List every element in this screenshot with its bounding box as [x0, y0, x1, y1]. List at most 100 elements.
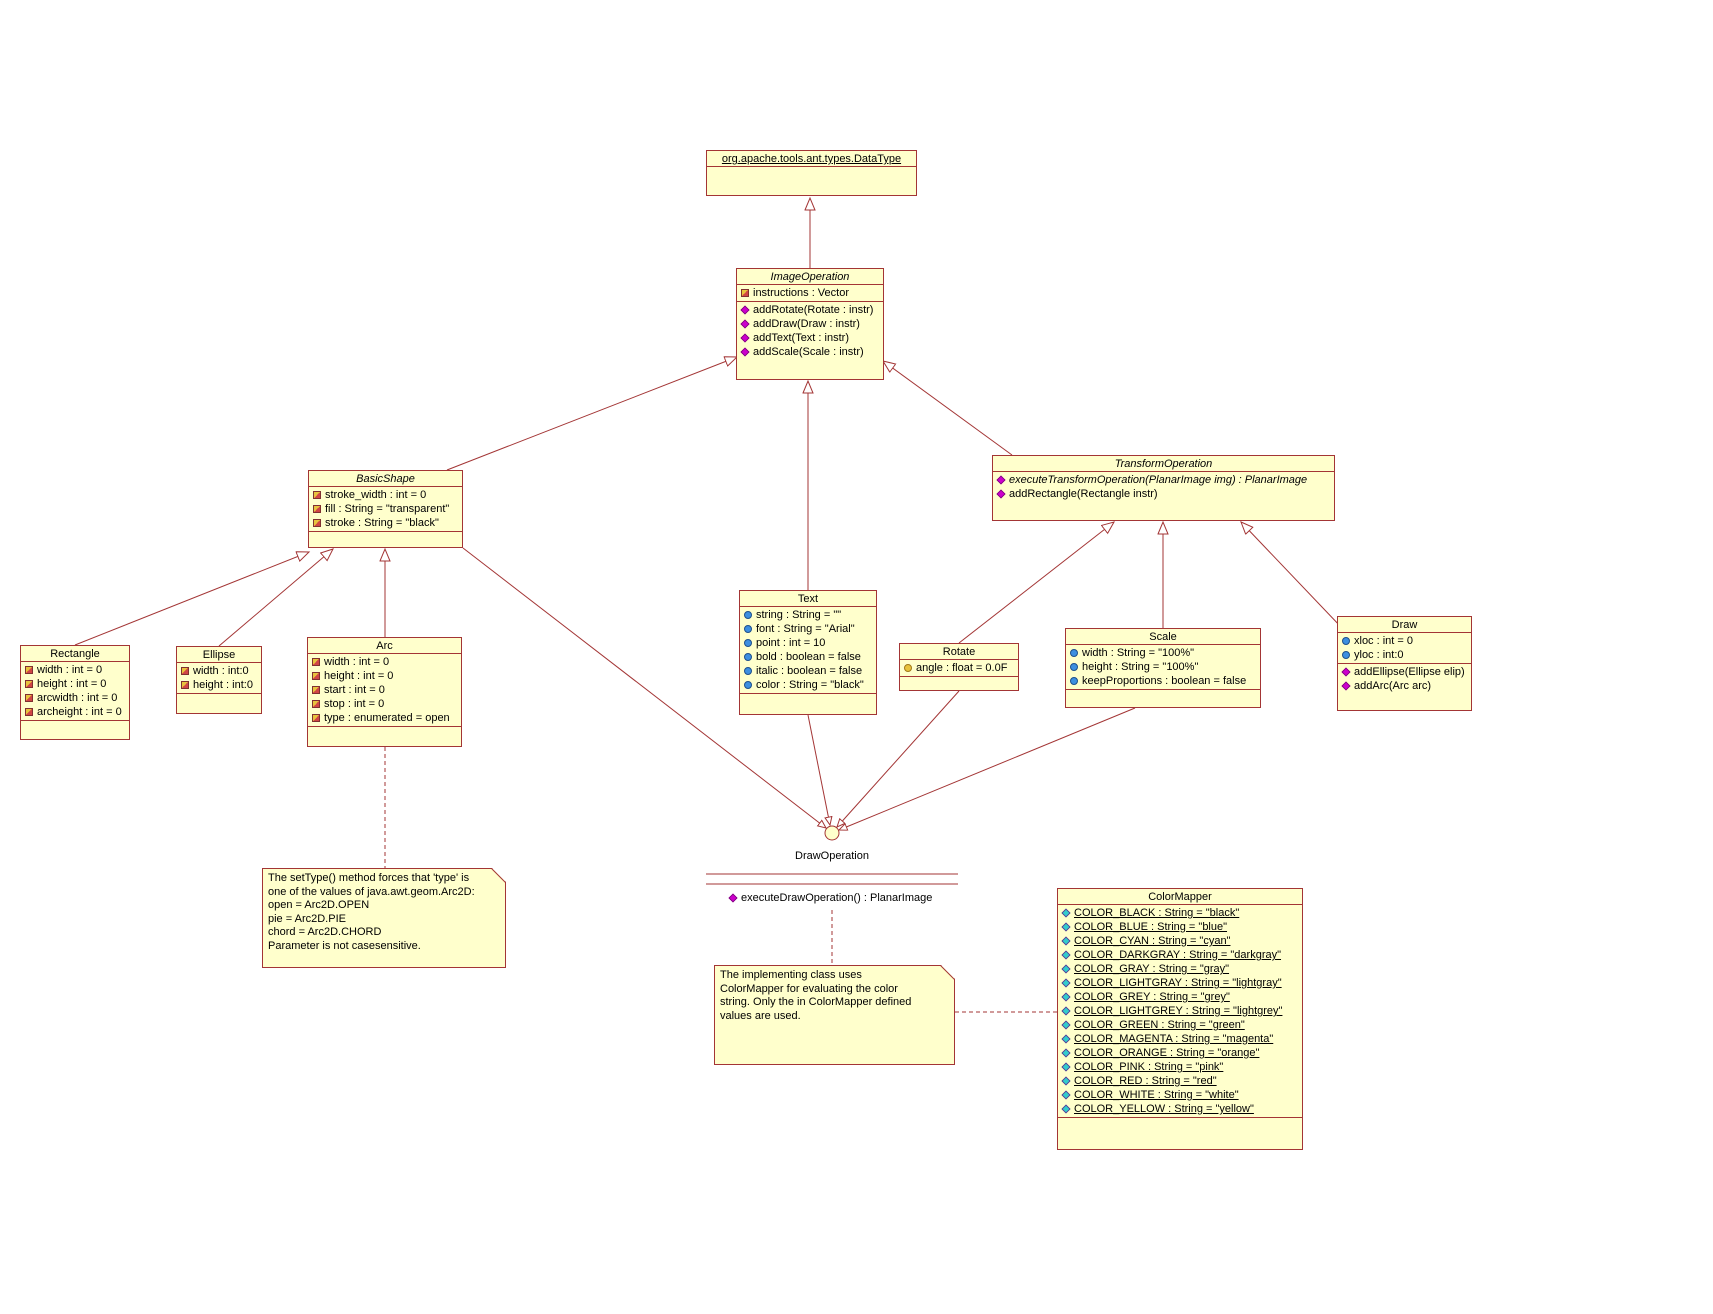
class-title: Draw [1391, 619, 1418, 631]
member-text: COLOR_LIGHTGREY : String = "lightgrey" [1074, 1005, 1283, 1017]
class-scale[interactable]: Scale width : String = "100%"height : St… [1065, 628, 1261, 708]
member-text: COLOR_ORANGE : String = "orange" [1074, 1047, 1260, 1059]
interface-name: DrawOperation [795, 850, 869, 862]
member-text: width : int:0 [193, 665, 249, 677]
attribute: COLOR_CYAN : String = "cyan" [1059, 934, 1301, 948]
attributes-compartment: width : int = 0 height : int = 0 start : i… [308, 653, 461, 726]
class-title: ColorMapper [1148, 891, 1212, 903]
member-text: stroke : String = "black" [325, 517, 439, 529]
attribute: stop : int = 0 [309, 697, 460, 711]
class-colormapper[interactable]: ColorMapper COLOR_BLACK : String = "blac… [1057, 888, 1303, 1150]
operation: executeTransformOperation(PlanarImage im… [994, 473, 1333, 487]
attribute-blue-icon [1342, 651, 1350, 659]
attribute: stroke_width : int = 0 [310, 488, 461, 502]
attribute: COLOR_GRAY : String = "gray" [1059, 962, 1301, 976]
static-attribute-icon [1061, 1104, 1071, 1114]
attribute: width : String = "100%" [1067, 646, 1259, 660]
interface-operations: executeDrawOperation() : PlanarImage [726, 891, 934, 905]
class-rotate[interactable]: Rotate angle : float = 0.0F [899, 643, 1019, 691]
attribute: point : int = 10 [741, 636, 875, 650]
attribute: fill : String = "transparent" [310, 502, 461, 516]
member-text: COLOR_RED : String = "red" [1074, 1075, 1217, 1087]
attribute: COLOR_LIGHTGREY : String = "lightgrey" [1059, 1004, 1301, 1018]
class-rectangle[interactable]: Rectangle width : int = 0 height : int = … [20, 645, 130, 740]
attribute: COLOR_YELLOW : String = "yellow" [1059, 1102, 1301, 1116]
member-text: bold : boolean = false [756, 651, 861, 663]
class-ellipse[interactable]: Ellipse width : int:0 height : int:0 [176, 646, 262, 714]
member-text: height : int = 0 [324, 670, 394, 682]
static-attribute-icon [1061, 964, 1071, 974]
attribute-icon [741, 289, 749, 297]
class-datatype[interactable]: org.apache.tools.ant.types.DataType [706, 150, 917, 196]
class-title: Rotate [942, 646, 976, 658]
class-title: BasicShape [356, 473, 415, 485]
operation: addRotate(Rotate : instr) [738, 303, 882, 317]
member-text: COLOR_YELLOW : String = "yellow" [1074, 1103, 1254, 1115]
attribute: height : int = 0 [22, 677, 128, 691]
attribute: COLOR_DARKGRAY : String = "darkgray" [1059, 948, 1301, 962]
attribute-blue-icon [744, 639, 752, 647]
member-text: COLOR_PINK : String = "pink" [1074, 1061, 1224, 1073]
member-text: start : int = 0 [324, 684, 385, 696]
member-text: instructions : Vector [753, 287, 849, 299]
attribute: COLOR_GREEN : String = "green" [1059, 1018, 1301, 1032]
class-title: ImageOperation [770, 271, 850, 283]
static-attribute-icon [1061, 950, 1071, 960]
attribute-blue-icon [1070, 663, 1078, 671]
note-colormapper-usage[interactable]: The implementing class uses ColorMapper … [714, 965, 955, 1065]
member-text: arcwidth : int = 0 [37, 692, 118, 704]
attribute-icon [313, 491, 321, 499]
real-scale-drawoperation [839, 707, 1136, 830]
operations-compartment: addRotate(Rotate : instr)addDraw(Draw : … [737, 301, 883, 379]
attribute: xloc : int = 0 [1339, 634, 1470, 648]
operation-icon [740, 347, 750, 357]
attribute-icon [25, 694, 33, 702]
class-title: Rectangle [50, 648, 100, 660]
static-attribute-icon [1061, 1020, 1071, 1030]
attribute: keepProportions : boolean = false [1067, 674, 1259, 688]
class-title: Ellipse [202, 649, 236, 661]
member-text: executeTransformOperation(PlanarImage im… [1009, 474, 1308, 486]
attributes-compartment: COLOR_BLACK : String = "black"COLOR_BLUE… [1058, 904, 1302, 1117]
operation: addRectangle(Rectangle instr) [994, 487, 1333, 501]
member-text: COLOR_GREEN : String = "green" [1074, 1019, 1245, 1031]
member-text: addRectangle(Rectangle instr) [1009, 488, 1158, 500]
member-text: width : int = 0 [37, 664, 103, 676]
note-arc-settype[interactable]: The setType() method forces that 'type' … [262, 868, 506, 968]
class-transformoperation[interactable]: TransformOperation executeTransformOpera… [992, 455, 1335, 521]
static-attribute-icon [1061, 978, 1071, 988]
member-text: COLOR_GREY : String = "grey" [1074, 991, 1230, 1003]
member-text: color : String = "black" [756, 679, 864, 691]
member-text: addArc(Arc arc) [1354, 680, 1432, 692]
member-text: width : int = 0 [324, 656, 390, 668]
attribute: COLOR_GREY : String = "grey" [1059, 990, 1301, 1004]
member-text: font : String = "Arial" [756, 623, 855, 635]
attribute-icon [312, 686, 320, 694]
static-attribute-icon [1061, 936, 1071, 946]
member-text: point : int = 10 [756, 637, 826, 649]
member-text: string : String = "" [756, 609, 842, 621]
operation: addDraw(Draw : instr) [738, 317, 882, 331]
member-text: height : int = 0 [37, 678, 107, 690]
real-rotate-drawoperation [837, 690, 960, 827]
real-text-drawoperation [807, 714, 830, 825]
class-text[interactable]: Text string : String = ""font : String =… [739, 590, 877, 715]
member-text: addScale(Scale : instr) [753, 346, 864, 358]
member-text: stop : int = 0 [324, 698, 385, 710]
attribute: type : enumerated = open [309, 711, 460, 725]
attribute: yloc : int:0 [1339, 648, 1470, 662]
member-text: height : int:0 [193, 679, 253, 691]
operation-icon [740, 333, 750, 343]
attribute-icon [312, 658, 320, 666]
attribute: string : String = "" [741, 608, 875, 622]
static-attribute-icon [1061, 1034, 1071, 1044]
attribute: COLOR_PINK : String = "pink" [1059, 1060, 1301, 1074]
member-text: COLOR_LIGHTGRAY : String = "lightgray" [1074, 977, 1282, 989]
drawoperation-interface-circle [824, 825, 840, 841]
attributes-compartment: width : String = "100%"height : String =… [1066, 644, 1260, 689]
class-imageoperation[interactable]: ImageOperation instructions : Vector add… [736, 268, 884, 380]
